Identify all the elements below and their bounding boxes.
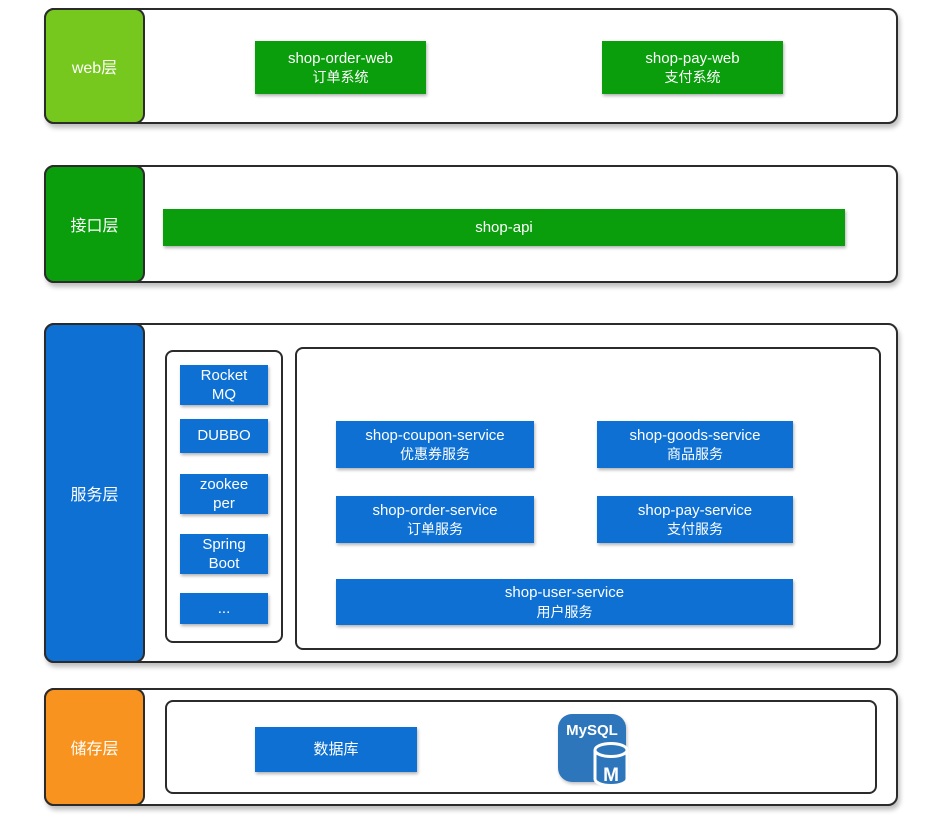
node-title: shop-pay-web: [645, 49, 740, 67]
node-title: shop-user-service: [504, 584, 625, 602]
layer-service: 服务层 Rocket MQ DUBBO zookee per Spring Bo…: [44, 323, 898, 663]
mysql-letter: M: [603, 765, 619, 786]
node-title-line2: Boot: [208, 555, 240, 572]
node-spring-boot: Spring Boot: [180, 534, 268, 574]
node-subtitle: 商品服务: [667, 446, 723, 463]
layer-service-label: 服务层: [44, 323, 145, 663]
node-shop-order-web: shop-order-web 订单系统: [255, 41, 426, 94]
node-title: Rocket: [200, 366, 248, 384]
node-title-line2: MQ: [211, 386, 237, 403]
node-title: shop-order-service: [372, 501, 498, 519]
layer-api-label: 接口层: [44, 165, 145, 283]
node-title: 数据库: [313, 740, 359, 758]
node-subtitle: 优惠券服务: [400, 446, 470, 463]
node-subtitle: 支付系统: [664, 69, 721, 86]
node-shop-user-service: shop-user-service 用户服务: [336, 579, 793, 625]
node-zookeeper: zookee per: [180, 474, 268, 514]
node-more-middleware: ...: [180, 593, 268, 624]
mysql-icon: MySQL M: [558, 714, 629, 787]
node-title-line2: per: [213, 495, 235, 512]
layer-web-label: web层: [44, 8, 145, 124]
node-title: ...: [217, 599, 231, 617]
middleware-panel: Rocket MQ DUBBO zookee per Spring Boot .…: [165, 350, 283, 643]
node-rocketmq: Rocket MQ: [180, 365, 268, 405]
node-title: DUBBO: [197, 427, 251, 445]
layer-storage: 储存层 数据库 MySQL M: [44, 688, 898, 806]
node-title: zookee: [199, 475, 249, 493]
layer-web: web层 shop-order-web 订单系统 shop-pay-web 支付…: [44, 8, 898, 124]
node-shop-goods-service: shop-goods-service 商品服务: [597, 421, 793, 468]
database-cylinder-icon: M: [593, 742, 629, 787]
node-shop-order-service: shop-order-service 订单服务: [336, 496, 534, 543]
node-title: shop-goods-service: [629, 426, 761, 444]
node-shop-pay-web: shop-pay-web 支付系统: [602, 41, 783, 94]
node-shop-api: shop-api: [163, 209, 845, 246]
node-subtitle: 订单服务: [407, 521, 463, 538]
services-panel: shop-coupon-service 优惠券服务 shop-goods-ser…: [295, 347, 881, 650]
node-title: shop-order-web: [287, 49, 394, 67]
node-title: shop-coupon-service: [365, 426, 505, 444]
node-dubbo: DUBBO: [180, 419, 268, 453]
node-title: shop-pay-service: [637, 501, 753, 519]
node-subtitle: 订单系统: [312, 69, 369, 86]
layer-storage-label: 储存层: [44, 688, 145, 806]
node-title: Spring: [202, 535, 246, 553]
node-shop-coupon-service: shop-coupon-service 优惠券服务: [336, 421, 534, 468]
node-shop-pay-service: shop-pay-service 支付服务: [597, 496, 793, 543]
node-database: 数据库: [255, 727, 417, 772]
mysql-icon-title: MySQL: [566, 722, 618, 739]
node-subtitle: 用户服务: [536, 603, 593, 620]
layer-api: 接口层 shop-api: [44, 165, 898, 283]
node-subtitle: 支付服务: [667, 521, 723, 538]
